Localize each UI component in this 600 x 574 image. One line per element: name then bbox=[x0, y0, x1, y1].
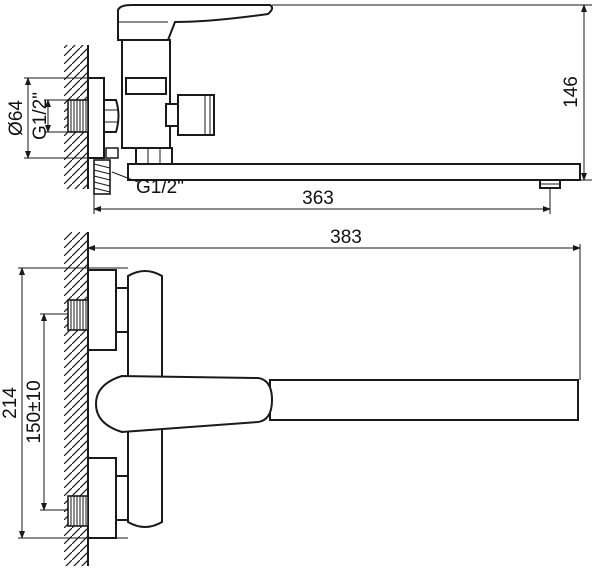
nut-lower bbox=[115, 475, 129, 521]
top-view bbox=[64, 232, 579, 566]
dim-diameter-64: Ø64 bbox=[6, 100, 27, 136]
side-view bbox=[64, 4, 581, 195]
plate-lower bbox=[87, 457, 117, 539]
side-dimensions: 146 363 Ø64 G1/2" G1/2" bbox=[6, 4, 592, 214]
union-nut bbox=[103, 99, 120, 133]
dim-center-150: 150±10 bbox=[24, 380, 45, 443]
dim-thread-wall: G1/2" bbox=[30, 92, 51, 140]
dim-height-146: 146 bbox=[561, 76, 582, 108]
dim-thread-hose: G1/2" bbox=[136, 177, 184, 198]
dim-length-363: 363 bbox=[302, 188, 334, 209]
nut-upper bbox=[115, 287, 129, 333]
diverter-stem bbox=[165, 103, 179, 127]
diverter-knob bbox=[177, 94, 215, 136]
body-collar bbox=[125, 77, 167, 95]
dim-height-214: 214 bbox=[0, 387, 21, 419]
plate-upper bbox=[87, 269, 117, 351]
top-dimensions: 383 214 150±10 bbox=[0, 227, 581, 539]
dim-length-383: 383 bbox=[330, 227, 362, 248]
spout-side bbox=[127, 163, 581, 181]
hose-outlet bbox=[105, 147, 119, 159]
lower-nut bbox=[135, 147, 173, 165]
spout-top bbox=[269, 379, 579, 421]
handle-top bbox=[94, 374, 274, 434]
handle-lever bbox=[117, 4, 274, 41]
eccentric-plate bbox=[87, 77, 105, 159]
